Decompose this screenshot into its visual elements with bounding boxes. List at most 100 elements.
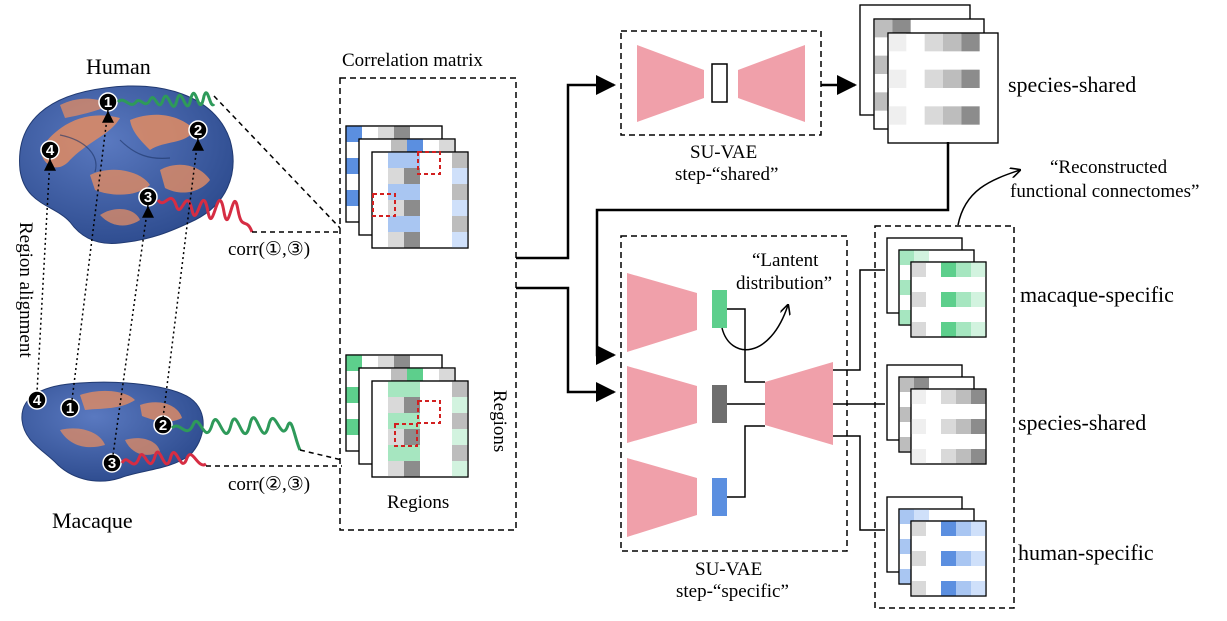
top-output-matrix-cell [924, 106, 943, 125]
macaque-matrix-cell [404, 397, 420, 413]
macaque-specific-output-stack [886, 237, 987, 338]
latent-distribution-label-1: “Lantent [752, 250, 819, 271]
macaque-output-matrix-cell [899, 310, 914, 325]
human-output-matrix-cell [911, 581, 926, 596]
macaque-matrix-cell [452, 381, 468, 397]
macaque-output-matrix-cell [971, 262, 986, 277]
macaque-matrix-cell [452, 461, 468, 477]
human-matrix-cell [452, 184, 468, 200]
macaque-output-matrix-cell [911, 262, 926, 277]
human-output-matrix-cell [941, 581, 956, 596]
human-marker-4: 4 [40, 140, 60, 160]
shared-output-matrix-cell [971, 419, 986, 434]
human-matrix-cell [394, 126, 410, 142]
suvae-shared-subtitle: step-“shared” [675, 164, 778, 185]
human-output-matrix-cell [971, 521, 986, 536]
correlation-matrix-human-stack [345, 125, 469, 249]
human-matrix-cell [452, 168, 468, 184]
human-matrix-cell [388, 152, 404, 168]
macaque-matrix-cell [388, 397, 404, 413]
suvae-shared-box [620, 30, 822, 136]
macaque-dashed-connector-top [299, 449, 343, 461]
human-red-signal [156, 196, 254, 233]
top-output-matrix-cell [943, 69, 962, 88]
top-output-matrix-cell [888, 106, 907, 125]
decoder-to-human-output [833, 435, 885, 531]
macaque-output-matrix-cell [956, 322, 971, 337]
human-output-matrix-cell [941, 521, 956, 536]
shared-encoder [637, 45, 704, 122]
human-matrix-cell [404, 152, 420, 168]
shared-output-matrix-cell [971, 389, 986, 404]
macaque-matrix-cell [404, 381, 420, 397]
human-green-signal [116, 91, 216, 108]
human-marker-3: 3 [138, 187, 158, 207]
macaque-output-matrix-cell [941, 262, 956, 277]
macaque-output-matrix-cell [941, 322, 956, 337]
correlation-matrix-box [339, 77, 517, 531]
macaque-matrix-cell [388, 429, 404, 445]
top-output-matrix-cell [924, 33, 943, 52]
human-specific-label: human-specific [1018, 540, 1154, 565]
macaque-highlight-cell-1 [417, 400, 441, 424]
human-matrix-cell [388, 216, 404, 232]
human-highlight-cell-2 [372, 193, 396, 217]
macaque-matrix-cell [439, 368, 455, 384]
matrix-to-specific-arrow [516, 286, 616, 402]
shared-output-matrix-cell [941, 449, 956, 464]
macaque-marker-2: 2 [153, 415, 173, 435]
human-label: Human [86, 54, 151, 79]
macaque-output-matrix-cell [941, 292, 956, 307]
macaque-red-signal [120, 450, 207, 467]
macaque-output-matrix-cell [911, 322, 926, 337]
macaque-label: Macaque [52, 508, 133, 533]
suvae-specific-title: SU-VAE [695, 559, 762, 580]
macaque-output-matrix-cell [899, 280, 914, 295]
shared-output-matrix-cell [956, 389, 971, 404]
human-matrix-cell [388, 184, 404, 200]
top-output-matrix-cell [943, 106, 962, 125]
top-output-matrix-cell [943, 33, 962, 52]
shared-output-matrix-cell [899, 377, 914, 392]
encoder-macaque [627, 273, 697, 352]
human-matrix-cell [404, 184, 420, 200]
human-output-matrix-cell [899, 509, 914, 524]
region-alignment-lines [36, 109, 199, 456]
human-marker-2-text: 2 [194, 122, 202, 139]
human-matrix-cell [452, 152, 468, 168]
human-output-matrix-cell [914, 509, 929, 524]
specific-decoder [765, 362, 833, 445]
macaque-matrix-frame [371, 380, 469, 478]
human-output-matrix-cell [956, 581, 971, 596]
regions-x-label: Regions [387, 492, 449, 513]
shared-output-matrix-cell [956, 419, 971, 434]
top-output-matrix-cell [924, 69, 943, 88]
shared-output-matrix-cell [899, 437, 914, 452]
shared-output-matrix-cell [941, 389, 956, 404]
top-output-matrix-cell [961, 69, 980, 88]
human-matrix-cell [452, 200, 468, 216]
macaque-matrix-cell [388, 445, 404, 461]
human-matrix-cell [404, 168, 420, 184]
top-output-matrix-cell [961, 33, 980, 52]
latent-human-to-decoder [727, 425, 765, 498]
human-specific-output-stack [886, 496, 987, 597]
macaque-matrix-cell [388, 413, 404, 429]
encoder-shared [627, 366, 697, 443]
macaque-matrix-cell [452, 445, 468, 461]
macaque-marker-4-text: 4 [33, 392, 42, 409]
macaque-matrix-cell [388, 381, 404, 397]
region-alignment-label: Region alignment [15, 222, 36, 358]
human-matrix-cell [452, 232, 468, 248]
human-matrix-cell [439, 139, 455, 155]
macaque-highlight-cell-2 [394, 423, 418, 447]
top-output-matrix-cell [888, 69, 907, 88]
top-output-matrix-cell [961, 106, 980, 125]
shared-output-matrix-cell [914, 377, 929, 392]
macaque-marker-1-text: 1 [66, 400, 74, 417]
macaque-green-signal [170, 416, 302, 451]
matrix-to-shared-arrow [516, 75, 616, 260]
human-matrix-cell [388, 168, 404, 184]
macaque-marker-4: 4 [27, 390, 47, 410]
